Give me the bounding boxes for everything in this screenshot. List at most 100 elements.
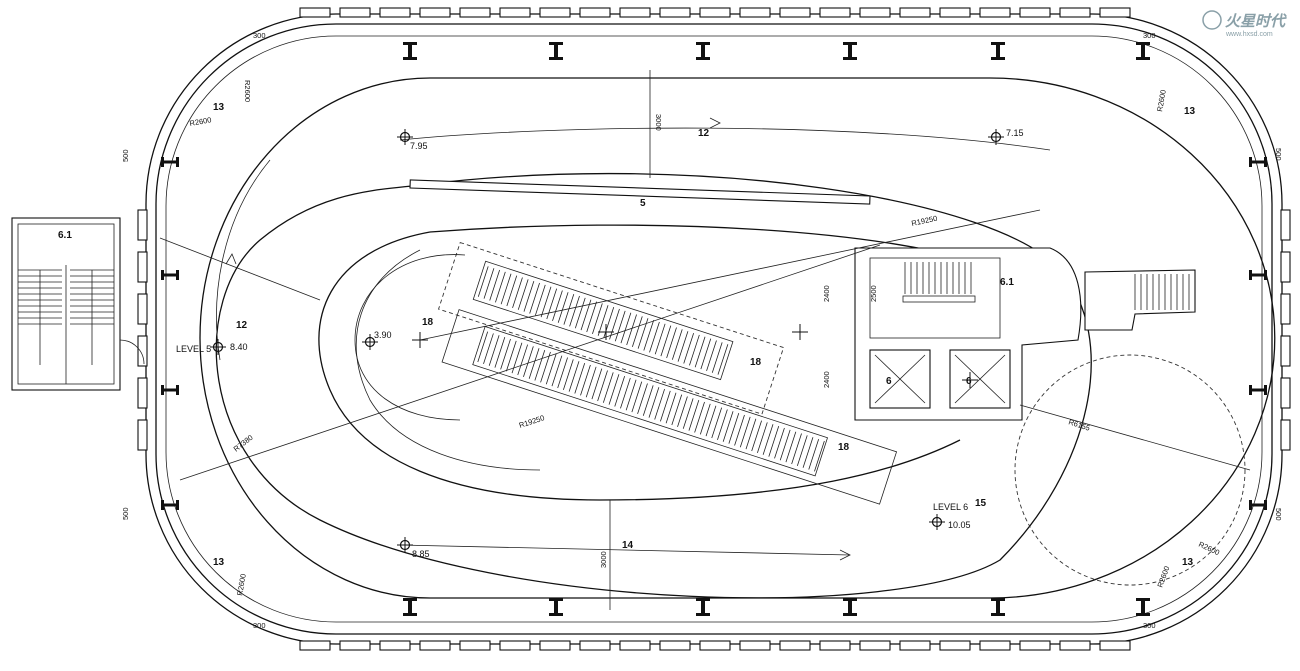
- facade-panel-bottom: [579, 640, 611, 651]
- level6-text: LEVEL 6: [933, 502, 968, 512]
- level-marker-icon: [598, 324, 614, 340]
- slab-edge: [165, 35, 1263, 623]
- stair-right-treads: [1134, 274, 1190, 310]
- facade-panel-top: [419, 7, 451, 18]
- column-flange: [1264, 270, 1267, 280]
- escalator-step: [592, 303, 603, 334]
- escalator-step: [569, 295, 580, 327]
- dim-r19250-a: R19250: [911, 214, 939, 228]
- column-flange: [843, 613, 857, 616]
- column-flange: [549, 613, 563, 616]
- facade-panel-top: [819, 7, 851, 18]
- dim-300-tr: 300: [1143, 31, 1156, 40]
- dim-r2600-f: R2600: [1155, 565, 1171, 589]
- label-core-18b: 18: [750, 357, 762, 368]
- escalator-step: [728, 413, 740, 444]
- facade-panel-bottom: [779, 640, 811, 651]
- column-web: [1249, 388, 1267, 392]
- column-web: [1249, 160, 1267, 164]
- escalator-step: [574, 297, 586, 329]
- escalator-step: [677, 331, 689, 362]
- column-web: [848, 42, 852, 60]
- level-marker-icon: [397, 129, 413, 145]
- escalator-lower-outline: [441, 309, 898, 505]
- facade-panel-top: [1019, 7, 1051, 18]
- facade-panel-bottom: [419, 640, 451, 651]
- escalator-step: [494, 337, 506, 368]
- label-ramp-top: 12: [698, 128, 710, 139]
- escalator-step: [620, 312, 632, 344]
- watermark: 火星时代 www.hxsd.com: [1202, 10, 1287, 38]
- column: [843, 42, 857, 60]
- facade-panel-top: [979, 7, 1011, 18]
- facade-panel-top: [699, 7, 731, 18]
- escalator-step: [637, 318, 649, 349]
- escalator-step: [614, 310, 626, 342]
- watermark-text: 火星时代: [1225, 13, 1287, 30]
- dim-500-r1: 500: [1274, 148, 1283, 161]
- column-flange: [1136, 57, 1150, 60]
- facade-panel-top: [659, 7, 691, 18]
- radius-r7380-a: [159, 237, 321, 301]
- spot-core: 3.90: [374, 330, 392, 340]
- radius-r19250-b: [179, 244, 881, 481]
- facade-panel-top: [739, 7, 771, 18]
- escalator-step: [739, 416, 751, 448]
- watermark-logo-icon: [1202, 10, 1222, 30]
- level-marker-icon: [988, 129, 1004, 145]
- radius-lines: [159, 70, 1251, 610]
- facade-panel-top: [459, 7, 491, 18]
- dim-300-bl: 300: [253, 621, 266, 630]
- facade-panel-left: [137, 377, 148, 409]
- escalator-step: [666, 327, 677, 359]
- escalator-step: [517, 344, 529, 376]
- escalator-step: [483, 333, 494, 364]
- spot-top-left: 7.95: [410, 141, 428, 151]
- core-stair-treads: [904, 262, 972, 294]
- escalator-step: [768, 426, 780, 457]
- watermark-url: www.hxsd.com: [1225, 31, 1273, 38]
- column-web: [161, 273, 179, 277]
- escalator-step: [711, 407, 723, 439]
- ramp-lanes: [199, 77, 1276, 599]
- column: [696, 598, 710, 616]
- facade-panel-left: [137, 209, 148, 241]
- dim-3000-top: 3000: [654, 114, 663, 131]
- column-web: [1249, 503, 1267, 507]
- escalator-step: [626, 314, 637, 346]
- slab-5-curb: [409, 179, 871, 205]
- column-web: [554, 598, 558, 616]
- escalator-lower-body: [472, 326, 829, 477]
- escalator-core: [354, 241, 898, 505]
- dim-r7380: R7380: [232, 433, 255, 454]
- facade-panel-right: [1280, 293, 1291, 325]
- escalator-step: [500, 273, 512, 305]
- level-marker-icon: [210, 339, 226, 355]
- escalator-step: [505, 340, 517, 372]
- escalator-step: [568, 361, 580, 392]
- facade-panel-bottom: [539, 640, 571, 651]
- escalator-well-curve: [354, 254, 466, 421]
- level5-value: 8.40: [230, 342, 248, 352]
- escalator-step: [557, 292, 569, 323]
- escalator-step: [717, 344, 729, 375]
- escalator-step: [540, 351, 551, 383]
- escalator-step: [717, 409, 728, 441]
- escalator-upper: [437, 241, 785, 415]
- escalator-step: [580, 364, 591, 396]
- escalator-step: [563, 294, 575, 325]
- facade-panel-top: [779, 7, 811, 18]
- escalator-step: [528, 348, 540, 379]
- escalator-step: [608, 374, 620, 405]
- column: [1136, 598, 1150, 616]
- column-web: [408, 598, 412, 616]
- column: [1249, 157, 1267, 167]
- column-flange: [991, 613, 1005, 616]
- column: [161, 157, 179, 167]
- column-web: [1141, 598, 1145, 616]
- dim-r2600-e: R2600: [1197, 540, 1221, 558]
- label-stair-right: 6.1: [1000, 277, 1014, 288]
- escalator-step: [694, 336, 706, 368]
- column: [1136, 42, 1150, 60]
- arrow-head-left: [225, 253, 237, 265]
